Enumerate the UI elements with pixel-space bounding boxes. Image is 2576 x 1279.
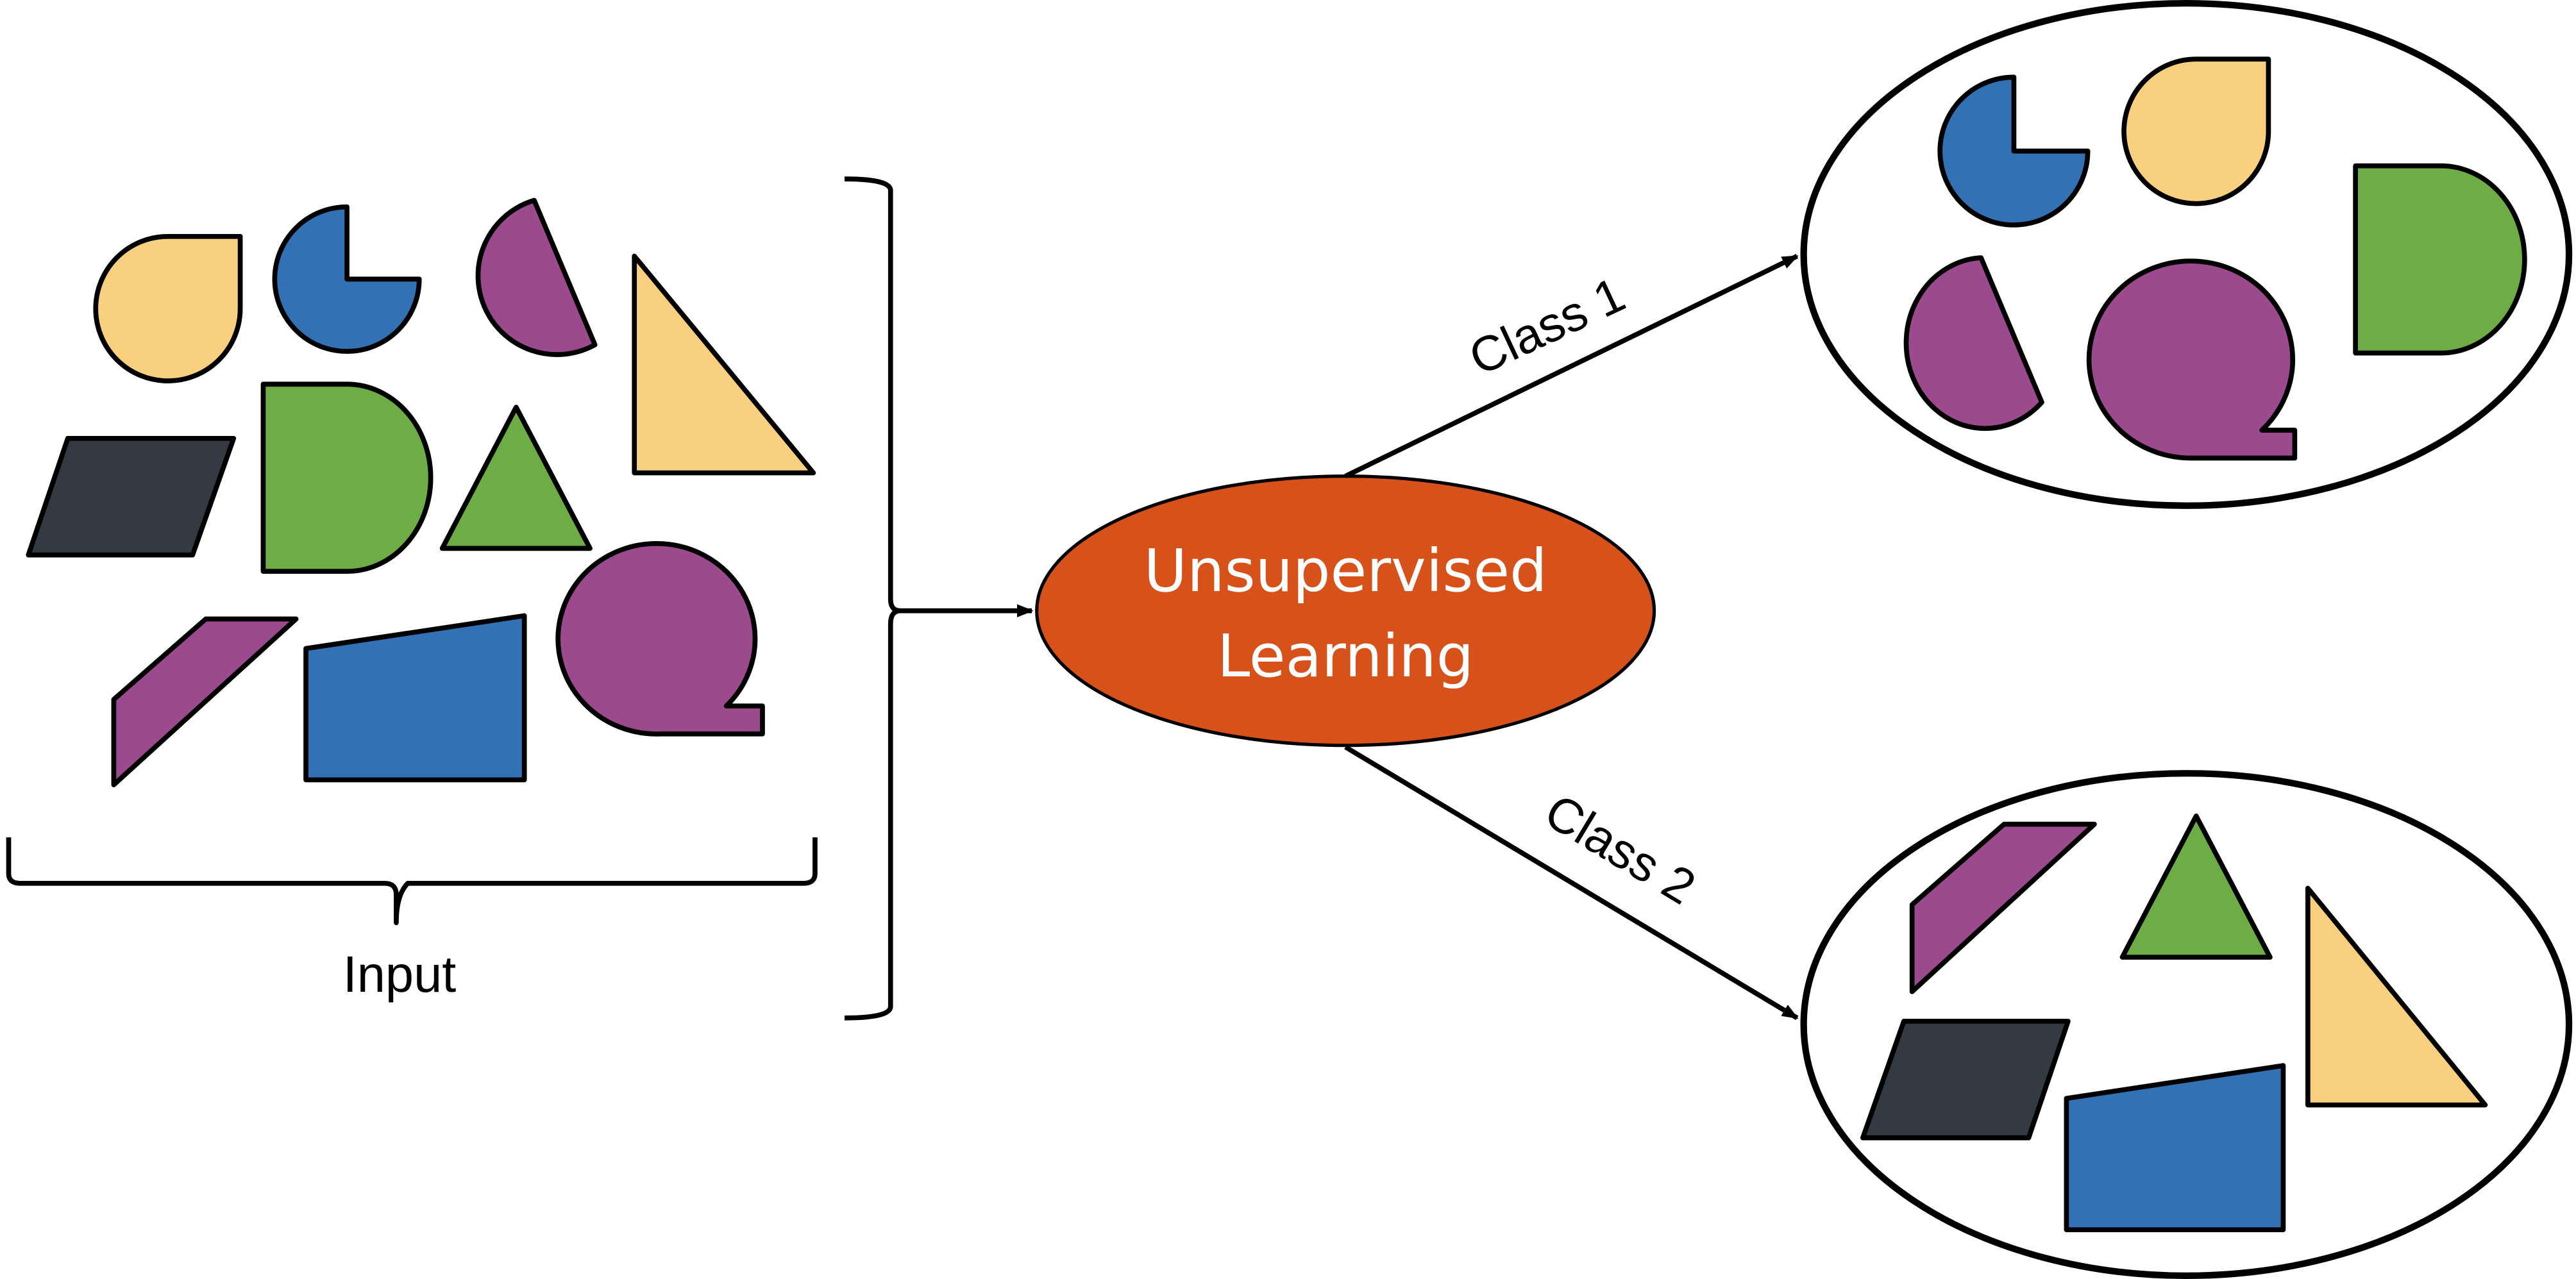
- purple-speech-bubble-shape: [2086, 258, 2298, 461]
- class1-arrow: [1344, 254, 1799, 479]
- blue-quadrilateral-shape: [2064, 1063, 2286, 1233]
- class2-arrow: [1344, 744, 1799, 1021]
- input-label: Input: [343, 946, 457, 1003]
- green-d-shape: [2353, 163, 2527, 356]
- center-label-line1: Unsupervised: [1144, 536, 1547, 605]
- green-d-shape: [260, 381, 434, 574]
- input-brace: [6, 837, 818, 926]
- vertical-bracket: [845, 176, 903, 1021]
- green-triangle-shape: [2119, 813, 2273, 960]
- purple-speech-bubble-shape: [555, 540, 765, 737]
- dark-parallelogram-shape: [1860, 1019, 2071, 1141]
- input-shapes-group: [26, 197, 816, 787]
- center-label-line2: Learning: [1217, 621, 1474, 690]
- purple-trapezoid-shape: [1909, 821, 2097, 994]
- class1-cluster: [1800, 0, 2573, 509]
- yellow-drop-shape: [93, 233, 243, 383]
- class1-label: Class 1: [1461, 267, 1633, 386]
- class2-cluster: [1800, 770, 2573, 1279]
- class2-shapes-group: [1860, 813, 2488, 1233]
- blue-pie-shape: [1937, 74, 2091, 228]
- yellow-triangle-shape: [632, 253, 816, 476]
- blue-quadrilateral-shape: [303, 613, 527, 783]
- green-triangle-shape: [439, 405, 593, 551]
- yellow-drop-shape: [2121, 56, 2271, 206]
- purple-cut-circle-shape: [1903, 255, 2044, 431]
- purple-cut-circle-shape: [475, 197, 598, 357]
- yellow-triangle-shape: [2305, 885, 2488, 1108]
- unsupervised-learning-node: [1035, 474, 1656, 748]
- class2-label: Class 2: [1535, 783, 1705, 915]
- blue-pie-shape: [272, 204, 422, 354]
- purple-trapezoid-shape: [111, 616, 299, 787]
- dark-parallelogram-shape: [26, 435, 237, 558]
- class1-shapes-group: [1903, 56, 2527, 461]
